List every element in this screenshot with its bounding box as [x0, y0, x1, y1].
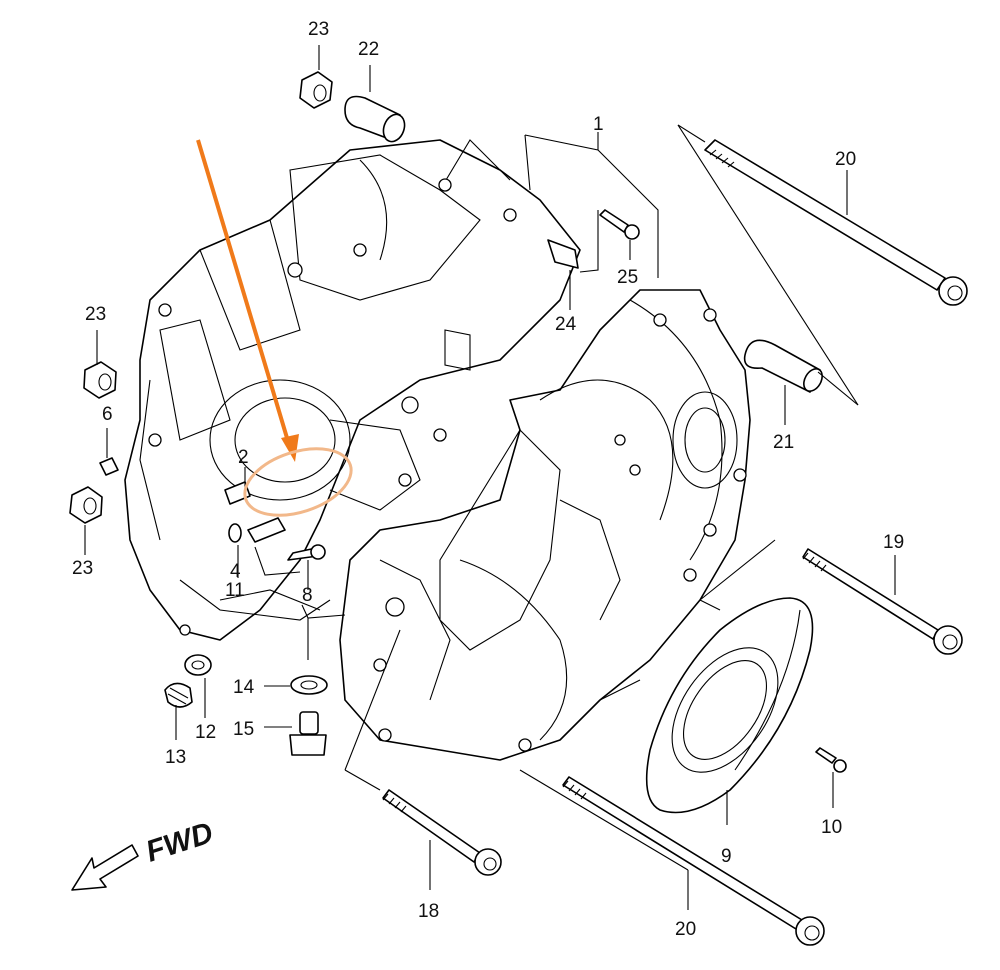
- highlight-annotation: [196, 139, 353, 517]
- highlight-arrow-head-icon: [281, 434, 299, 462]
- screw-10[interactable]: [815, 747, 847, 773]
- callout-1: 1: [593, 114, 604, 135]
- callout-4: 4: [230, 561, 241, 582]
- dowel-2[interactable]: [224, 481, 251, 505]
- callout-11: 11: [225, 580, 245, 601]
- callout-12: 12: [195, 722, 216, 743]
- leader-lines: [84, 45, 896, 910]
- nut-23-top[interactable]: [299, 71, 333, 109]
- callout-15: 15: [233, 719, 254, 740]
- callout-6: 6: [102, 404, 113, 425]
- callout-14: 14: [233, 677, 255, 698]
- o-ring-11[interactable]: [228, 523, 242, 543]
- fwd-label: FWD: [142, 816, 217, 868]
- callout-13: 13: [165, 747, 186, 768]
- callout-2: 2: [238, 447, 249, 468]
- washer-14[interactable]: [290, 675, 328, 695]
- callout-23-left-lower: 23: [72, 558, 93, 579]
- forward-direction-indicator: FWD: [71, 816, 217, 891]
- drain-plug-13[interactable]: [164, 682, 193, 708]
- nut-23-left-lower[interactable]: [69, 486, 103, 524]
- callout-20-upper: 20: [835, 149, 856, 170]
- long-bolt-upper[interactable]: [704, 139, 968, 306]
- callout-labels: 23 22 1 20 25 24 23 6 21 2 23 4 19 11 8 …: [72, 19, 904, 940]
- callout-20-lower: 20: [675, 919, 696, 940]
- bolt-19[interactable]: [802, 548, 963, 655]
- plug-15[interactable]: [289, 711, 327, 756]
- callout-8: 8: [302, 585, 313, 606]
- long-bolt-lower[interactable]: [562, 776, 825, 946]
- callout-18: 18: [418, 901, 439, 922]
- callout-23-left-upper: 23: [85, 304, 106, 325]
- dowel-4[interactable]: [247, 517, 286, 543]
- callout-24: 24: [555, 314, 577, 335]
- dowel-sleeve-22[interactable]: [344, 95, 408, 145]
- cover-plate[interactable]: [645, 597, 814, 814]
- callout-21: 21: [773, 432, 794, 453]
- crankcase-left-half[interactable]: [124, 139, 581, 641]
- dowel-sleeve-21[interactable]: [743, 339, 826, 394]
- forward-arrow-icon: [71, 844, 139, 891]
- callout-25: 25: [617, 267, 638, 288]
- callout-9: 9: [721, 846, 732, 867]
- nut-23-left-upper[interactable]: [83, 361, 117, 399]
- bolt-8[interactable]: [287, 544, 326, 561]
- callout-19: 19: [883, 532, 904, 553]
- bracket-24[interactable]: [547, 239, 579, 269]
- callout-23-top: 23: [308, 19, 329, 40]
- bolt-18[interactable]: [382, 789, 502, 876]
- callout-10: 10: [821, 817, 842, 838]
- washer-12[interactable]: [184, 654, 212, 676]
- pin-6[interactable]: [99, 457, 119, 476]
- bolt-25[interactable]: [599, 209, 640, 240]
- highlight-ellipse: [243, 447, 353, 517]
- callout-22: 22: [358, 39, 379, 60]
- crankcase-right-half[interactable]: [339, 289, 751, 761]
- highlight-arrow-shaft: [196, 139, 292, 449]
